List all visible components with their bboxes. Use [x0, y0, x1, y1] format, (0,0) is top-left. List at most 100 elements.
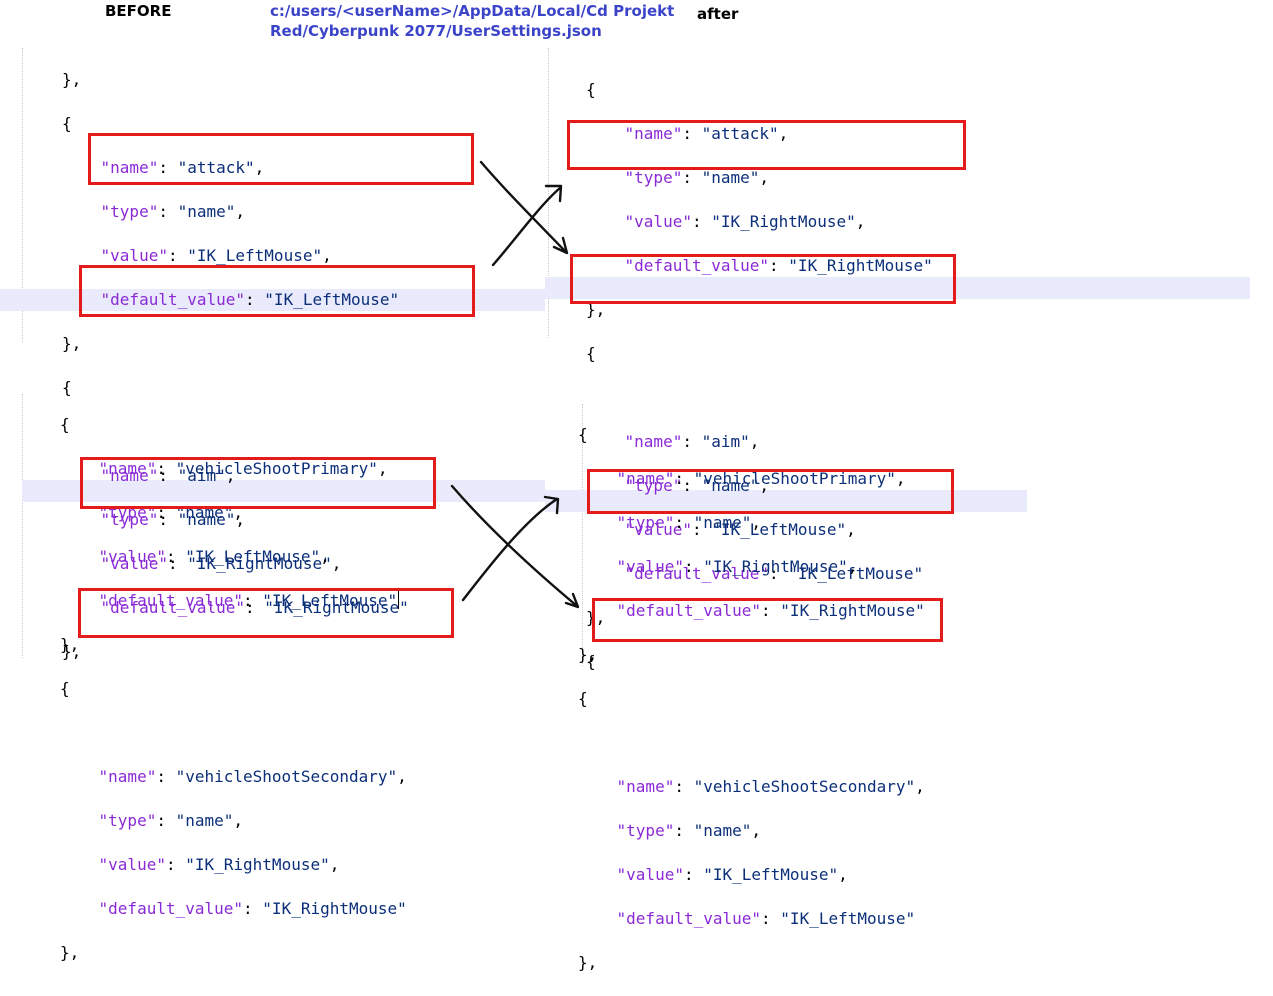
indent-guide	[22, 48, 23, 342]
json-key: "default_value"	[100, 598, 246, 617]
json-key: "type"	[100, 202, 159, 221]
json-key: "name"	[100, 158, 159, 177]
code-line: {	[62, 378, 72, 397]
json-key: "name"	[98, 459, 157, 478]
code-line: "name": "vehicleShootPrimary",	[616, 469, 906, 488]
json-key: "name"	[624, 432, 683, 451]
code-line: "default_value": "IK_LeftMouse"	[624, 564, 924, 583]
json-string: "vehicleShootSecondary"	[175, 767, 398, 786]
json-key: "value"	[100, 554, 168, 573]
json-key: "name"	[616, 469, 675, 488]
after-top-code[interactable]: { "name": "attack", "type": "name", "val…	[586, 57, 933, 695]
current-line-highlight	[0, 289, 545, 311]
json-key: "value"	[624, 520, 692, 539]
json-key: "value"	[98, 547, 166, 566]
json-string: "IK_LeftMouse"	[187, 246, 323, 265]
json-string: "name"	[177, 202, 236, 221]
arrow-attack-to-after-aim-head	[552, 236, 569, 255]
json-key: "default_value"	[624, 256, 770, 275]
code-line: "type": "name",	[616, 821, 762, 840]
code-line: },	[60, 943, 80, 962]
arrow-attack-to-after-aim	[479, 160, 568, 254]
arrow-secondary-to-after-primary-head	[543, 495, 560, 515]
code-line: "type": "name",	[624, 476, 770, 495]
current-line-highlight	[545, 277, 1250, 299]
code-line: "type": "name",	[100, 202, 246, 221]
json-string: "attack"	[701, 124, 779, 143]
json-string: "vehicleShootPrimary"	[693, 469, 896, 488]
json-string: "name"	[701, 168, 760, 187]
code-line: },	[586, 608, 606, 627]
json-string: "name"	[693, 513, 752, 532]
code-line: "default_value": "IK_LeftMouse"	[98, 591, 400, 610]
code-line: "type": "name",	[624, 168, 770, 187]
json-key: "type"	[624, 476, 683, 495]
json-string: "IK_RightMouse"	[264, 598, 409, 617]
arrow-aim-to-after-attack	[491, 186, 562, 267]
text-cursor	[398, 591, 400, 609]
code-line: "name": "aim",	[624, 432, 760, 451]
code-line: "default_value": "IK_RightMouse"	[624, 256, 933, 275]
json-string: "IK_RightMouse"	[262, 899, 407, 918]
json-string: "name"	[175, 811, 234, 830]
code-line: "value": "IK_LeftMouse",	[98, 547, 330, 566]
code-line: "type": "name",	[616, 513, 762, 532]
json-key: "type"	[624, 168, 683, 187]
json-key: "value"	[624, 212, 692, 231]
json-string: "IK_RightMouse"	[187, 554, 332, 573]
code-line: "value": "IK_LeftMouse",	[616, 865, 848, 884]
json-string: "IK_LeftMouse"	[780, 909, 916, 928]
code-line: {	[578, 425, 588, 444]
json-string: "IK_RightMouse"	[780, 601, 925, 620]
code-line: "type": "name",	[100, 510, 246, 529]
code-line: },	[62, 70, 82, 89]
code-line: },	[62, 334, 82, 353]
json-key: "default_value"	[98, 899, 244, 918]
highlight-box-attack-before	[88, 133, 474, 185]
code-line: {	[62, 114, 72, 133]
indent-guide	[22, 394, 23, 658]
code-line: "name": "aim",	[100, 466, 236, 485]
json-string: "name"	[701, 476, 760, 495]
json-key: "default_value"	[624, 564, 770, 583]
json-string: "IK_LeftMouse"	[262, 591, 398, 610]
code-line: "default_value": "IK_RightMouse"	[98, 899, 407, 918]
code-line: "default_value": "IK_RightMouse"	[616, 601, 925, 620]
json-string: "attack"	[177, 158, 255, 177]
code-line: {	[586, 80, 596, 99]
json-key: "type"	[100, 510, 159, 529]
json-string: "IK_LeftMouse"	[185, 547, 321, 566]
code-line: "default_value": "IK_LeftMouse"	[100, 290, 400, 309]
highlight-box-attack-after	[567, 120, 966, 170]
code-line: },	[586, 300, 606, 319]
json-key: "default_value"	[616, 601, 762, 620]
code-line: "default_value": "IK_LeftMouse"	[616, 909, 916, 928]
json-string: "IK_LeftMouse"	[703, 865, 839, 884]
code-line: },	[578, 645, 598, 664]
code-line: {	[586, 344, 596, 363]
json-string: "IK_RightMouse"	[185, 855, 330, 874]
json-string: "IK_LeftMouse"	[264, 290, 400, 309]
code-line	[60, 722, 407, 744]
code-line: },	[578, 953, 598, 972]
json-string: "aim"	[701, 432, 750, 451]
json-string: "aim"	[177, 466, 226, 485]
code-line: {	[586, 652, 596, 671]
json-key: "default_value"	[98, 591, 244, 610]
json-string: "IK_RightMouse"	[703, 557, 848, 576]
code-line: "value": "IK_RightMouse",	[624, 212, 866, 231]
before-label: BEFORE	[105, 2, 172, 20]
json-key: "name"	[624, 124, 683, 143]
code-line: "default_value": "IK_RightMouse"	[100, 598, 409, 617]
arrow-primary-to-after-secondary-head	[564, 592, 580, 609]
json-string: "name"	[177, 510, 236, 529]
json-key: "value"	[98, 855, 166, 874]
before-top-code[interactable]: }, { "name": "attack", "type": "name", "…	[62, 47, 409, 685]
json-key: "value"	[616, 865, 684, 884]
code-line	[578, 732, 925, 754]
arrow-aim-to-after-attack-head	[544, 184, 563, 203]
json-key: "type"	[98, 811, 157, 830]
current-line-highlight	[545, 490, 1027, 512]
code-line: },	[60, 635, 80, 654]
code-line: {	[578, 689, 588, 708]
